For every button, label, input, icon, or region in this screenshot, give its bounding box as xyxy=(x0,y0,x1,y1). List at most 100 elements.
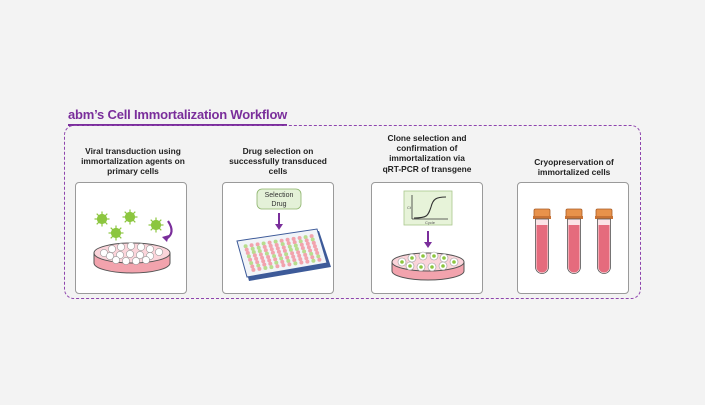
plate-well xyxy=(275,246,280,251)
plate-well xyxy=(261,259,266,264)
plate-well xyxy=(285,255,290,260)
plate-well xyxy=(309,251,314,256)
plate-well xyxy=(297,236,302,240)
step-3-card: Ct Cycle xyxy=(371,182,483,294)
plate-well xyxy=(251,250,256,255)
petri-dish-icon xyxy=(93,242,171,274)
plate-well xyxy=(304,238,309,243)
plate-well xyxy=(258,252,263,257)
plate-well xyxy=(314,247,319,252)
plate-well xyxy=(245,251,250,255)
plate-well xyxy=(286,259,291,263)
plate-well xyxy=(249,243,254,248)
workflow-frame xyxy=(64,125,641,299)
plate-well xyxy=(311,240,316,245)
plate-well xyxy=(263,266,268,270)
plate-well xyxy=(262,244,267,249)
step-4-card xyxy=(517,182,629,294)
plate-well xyxy=(279,238,284,243)
plate-well xyxy=(291,236,296,241)
plate-well xyxy=(303,235,308,240)
plate-well xyxy=(290,251,295,256)
step-1-card xyxy=(75,182,187,294)
plate-well xyxy=(269,247,274,252)
plate-well xyxy=(274,243,279,247)
plate-well xyxy=(280,259,285,264)
plate-well xyxy=(308,248,313,253)
plate-well xyxy=(317,257,322,262)
plate-well xyxy=(298,257,303,262)
plate-well xyxy=(278,253,283,258)
plate-well xyxy=(284,252,289,257)
plate-well xyxy=(254,256,259,261)
plate-well xyxy=(252,253,257,258)
plate-well xyxy=(306,245,311,250)
plate-well xyxy=(255,242,260,247)
badge-line-2: Drug xyxy=(271,201,286,208)
well-plate-icon xyxy=(236,228,331,281)
plate-well xyxy=(298,239,303,244)
plate-well xyxy=(274,260,279,265)
plate-well xyxy=(256,263,261,268)
plate-well xyxy=(268,243,273,248)
plate-well xyxy=(261,241,266,246)
plate-well xyxy=(267,240,272,245)
plate-well xyxy=(281,245,286,250)
step-1-label: Viral transduction using immortalization… xyxy=(81,146,185,177)
graph-x-label: Cycle xyxy=(425,220,436,225)
virus-icon xyxy=(94,209,164,241)
plate-well xyxy=(292,258,297,263)
qpcr-confirmation-illustration: Ct Cycle xyxy=(391,190,465,281)
plate-well xyxy=(280,242,285,247)
plate-well xyxy=(250,246,255,251)
graph-y-label: Ct xyxy=(407,205,412,210)
step-3-label: Clone selection and confirmation of immo… xyxy=(382,133,472,174)
plate-well xyxy=(279,256,284,261)
plate-well xyxy=(294,247,299,251)
plate-well xyxy=(264,251,269,256)
plate-well xyxy=(316,254,321,259)
plate-well xyxy=(248,257,253,262)
step-2-card: Selection Drug xyxy=(222,182,334,294)
plate-well xyxy=(243,244,248,249)
plate-well xyxy=(281,263,286,268)
plate-well xyxy=(270,250,275,255)
plate-well xyxy=(299,260,304,265)
plate-well xyxy=(262,262,267,267)
plate-well xyxy=(286,241,291,246)
step-4-label: Cryopreservation of immortalized cells xyxy=(534,157,614,178)
plate-well xyxy=(257,266,262,271)
plate-well xyxy=(305,241,310,246)
plate-well xyxy=(255,260,260,265)
plate-well xyxy=(303,252,308,257)
plate-well xyxy=(260,255,265,260)
plate-well xyxy=(309,234,314,239)
plate-well xyxy=(250,264,255,269)
plate-well xyxy=(273,239,278,244)
plate-well xyxy=(246,254,251,259)
plate-well xyxy=(315,251,320,255)
plate-well xyxy=(251,267,256,272)
plate-well xyxy=(297,253,302,258)
plate-well xyxy=(311,258,316,263)
plate-well xyxy=(249,261,254,266)
plate-well xyxy=(291,254,296,259)
plate-well xyxy=(269,265,274,270)
plate-well xyxy=(256,245,261,250)
plate-well xyxy=(263,248,268,253)
petri-dish-icon xyxy=(391,251,465,281)
plate-well xyxy=(292,240,297,245)
workflow-title: abm’s Cell Immortalization Workflow xyxy=(68,107,287,126)
plate-well xyxy=(268,261,273,266)
plate-well xyxy=(287,262,292,267)
plate-well xyxy=(276,249,281,254)
plate-well xyxy=(296,250,301,255)
plate-well xyxy=(272,254,277,259)
step-2-label: Drug selection on successfully transduce… xyxy=(229,146,327,177)
drug-selection-illustration: Selection Drug xyxy=(236,188,331,281)
viral-transduction-illustration xyxy=(93,209,173,274)
plate-well xyxy=(275,264,280,269)
plate-well xyxy=(285,237,290,242)
plate-well xyxy=(302,249,307,254)
cryopreservation-illustration xyxy=(533,208,613,274)
